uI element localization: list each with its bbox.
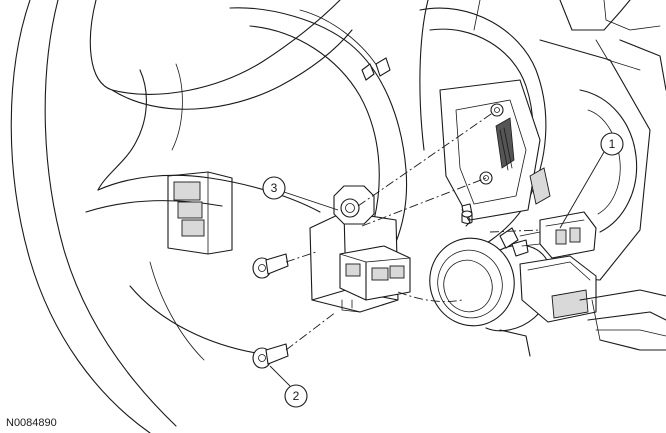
ignition-lock-cylinder xyxy=(429,227,553,332)
lock-cylinder-housing-bracket xyxy=(439,79,551,227)
steering-wheel xyxy=(10,0,353,433)
callout-3: 3 xyxy=(262,176,286,200)
multifunction-switch-connector xyxy=(167,171,233,255)
lower-column-components xyxy=(499,255,666,357)
callout-2-label: 2 xyxy=(293,389,300,403)
leader-lines xyxy=(269,151,605,387)
callout-2: 2 xyxy=(284,384,308,408)
callout-1: 1 xyxy=(600,132,624,156)
callout-1-label: 1 xyxy=(609,137,616,151)
housing-pin xyxy=(461,210,473,225)
callout-3-label: 3 xyxy=(271,181,278,195)
figure-id: N0084890 xyxy=(6,417,57,429)
electrical-connector xyxy=(489,211,597,259)
column-shroud xyxy=(229,7,408,297)
lock-housing-body xyxy=(309,211,411,313)
clockspring-clip-tab xyxy=(361,63,375,81)
bolt-lower xyxy=(252,343,289,369)
hex-nut xyxy=(333,185,375,225)
alignment-lines xyxy=(285,111,495,351)
bolt-horizontal xyxy=(252,253,289,279)
